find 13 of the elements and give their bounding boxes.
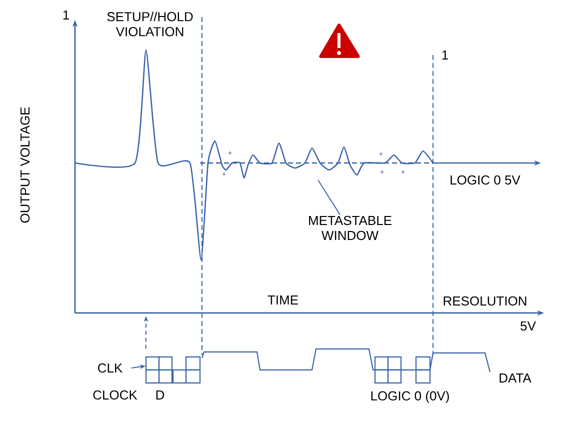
- text-label: CLK: [98, 363, 122, 373]
- text-label: 1: [442, 50, 448, 60]
- text-label: TIME: [268, 296, 298, 304]
- text-label: SETUP//HOLD VIOLATION: [107, 12, 193, 36]
- leader-line: [318, 180, 340, 216]
- text-label: LOGIC 0 5V: [450, 175, 520, 185]
- text-label: OUTPUT VOLTAGE: [20, 107, 30, 223]
- text-label: 1: [63, 10, 69, 20]
- text-label: CLOCK: [93, 390, 138, 400]
- text-label: 5V: [520, 321, 536, 331]
- timing-drawing: [145, 348, 491, 384]
- text-label: METASTABLE WINDOW: [309, 216, 392, 240]
- text-label: RESOLUTION: [444, 296, 526, 306]
